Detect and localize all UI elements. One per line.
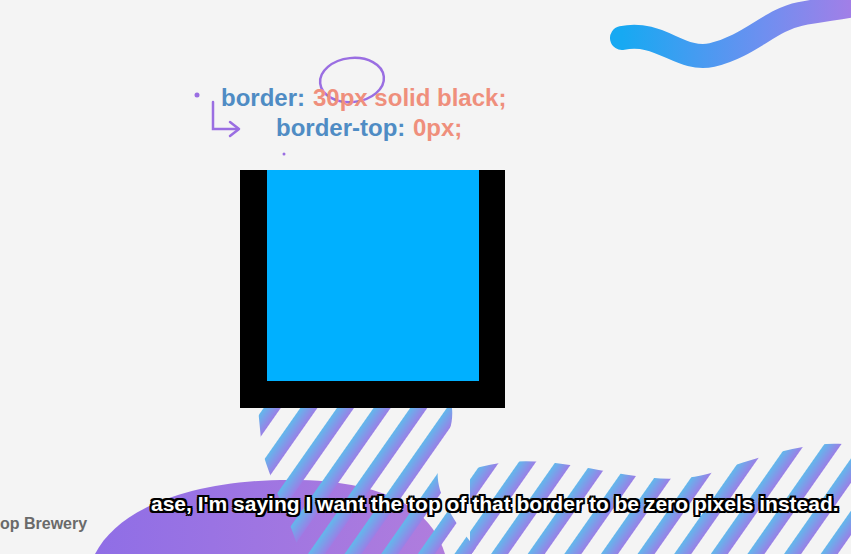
watermark: op Brewery bbox=[0, 515, 87, 533]
css-value: 30px solid black; bbox=[313, 84, 506, 112]
arrow-mark bbox=[230, 122, 239, 136]
deco-wave bbox=[622, 4, 851, 56]
css-property: border: bbox=[221, 84, 305, 112]
dot-mark bbox=[195, 93, 200, 98]
subtitle: ase, I'm saying I want the top of that b… bbox=[151, 491, 839, 517]
dot-mark bbox=[283, 153, 286, 156]
border-box bbox=[240, 170, 505, 408]
deco-stripes bbox=[240, 400, 500, 554]
css-property: border-top: bbox=[276, 114, 405, 142]
content-box bbox=[267, 170, 479, 381]
css-value: 0px; bbox=[413, 114, 462, 142]
